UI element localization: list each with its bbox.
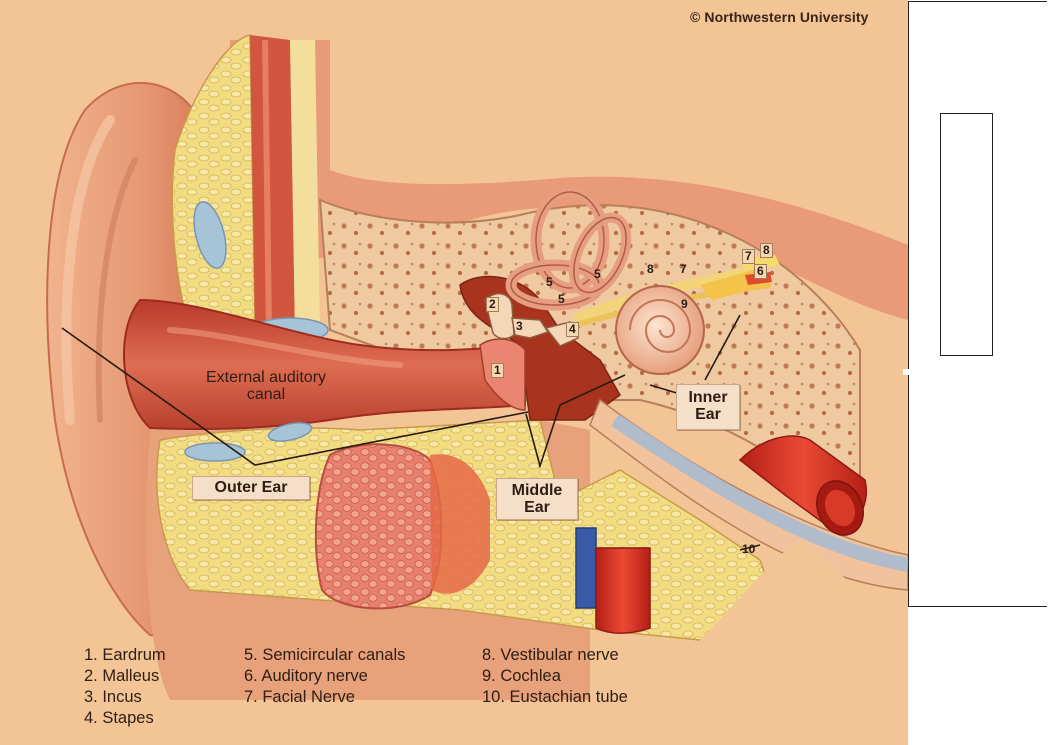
marker-5b: 5 xyxy=(558,292,565,306)
middle-ear-text-2: Ear xyxy=(524,499,550,516)
legend-column-2: 5. Semicircular canals 6. Auditory nerve… xyxy=(244,645,405,708)
structure-legend: 1. Eardrum 2. Malleus 3. Incus 4. Stapes… xyxy=(84,645,684,735)
legend-item: 9. Cochlea xyxy=(482,667,561,685)
marker-1: 1 xyxy=(491,363,504,378)
legend-item: 1. Eardrum xyxy=(84,646,166,664)
inner-ear-label: Inner Ear xyxy=(676,384,740,430)
inner-ear-text-2: Ear xyxy=(695,406,721,423)
legend-item: 5. Semicircular canals xyxy=(244,646,406,664)
marker-5a: 5 xyxy=(546,275,553,289)
marker-10: 10 xyxy=(742,542,756,556)
canal-label-line2: canal xyxy=(246,386,286,403)
legend-item: 7. Facial Nerve xyxy=(244,688,355,706)
marker-5c: 5 xyxy=(594,267,601,281)
marker-7a: 7 xyxy=(680,262,687,276)
ear-anatomy-figure: © Northwestern University External audit… xyxy=(0,0,908,745)
marker-3: 3 xyxy=(516,319,523,333)
legend-item: 10. Eustachian tube xyxy=(482,688,628,706)
marker-9: 9 xyxy=(681,297,688,311)
canal-label-line1: External auditory xyxy=(205,369,327,386)
middle-ear-label: Middle Ear xyxy=(496,478,578,520)
legend-item: 3. Incus xyxy=(84,688,142,706)
legend-item: 2. Malleus xyxy=(84,667,160,685)
legend-column-3: 8. Vestibular nerve 9. Cochlea 10. Eusta… xyxy=(482,645,628,708)
marker-7b: 7 xyxy=(742,249,755,264)
ear-anatomy-drawing xyxy=(46,34,908,700)
outer-ear-text: Outer Ear xyxy=(214,479,288,496)
middle-ear-text-1: Middle xyxy=(511,482,563,499)
legend-item: 6. Auditory nerve xyxy=(244,667,368,685)
marker-4: 4 xyxy=(566,322,579,337)
legend-item: 8. Vestibular nerve xyxy=(482,646,619,664)
marker-8b: 8 xyxy=(760,243,773,258)
marker-8a: 8 xyxy=(647,262,654,276)
external-auditory-canal-label: External auditory canal xyxy=(196,369,336,403)
side-panel-inner-box xyxy=(940,113,993,356)
legend-column-1: 1. Eardrum 2. Malleus 3. Incus 4. Stapes xyxy=(84,645,166,729)
edge-marker xyxy=(903,369,909,375)
marker-2: 2 xyxy=(486,297,499,312)
outer-ear-label: Outer Ear xyxy=(192,476,310,500)
legend-item: 4. Stapes xyxy=(84,709,154,727)
copyright-notice: © Northwestern University xyxy=(690,9,869,25)
marker-6: 6 xyxy=(754,264,767,279)
inner-ear-text-1: Inner xyxy=(688,389,728,406)
